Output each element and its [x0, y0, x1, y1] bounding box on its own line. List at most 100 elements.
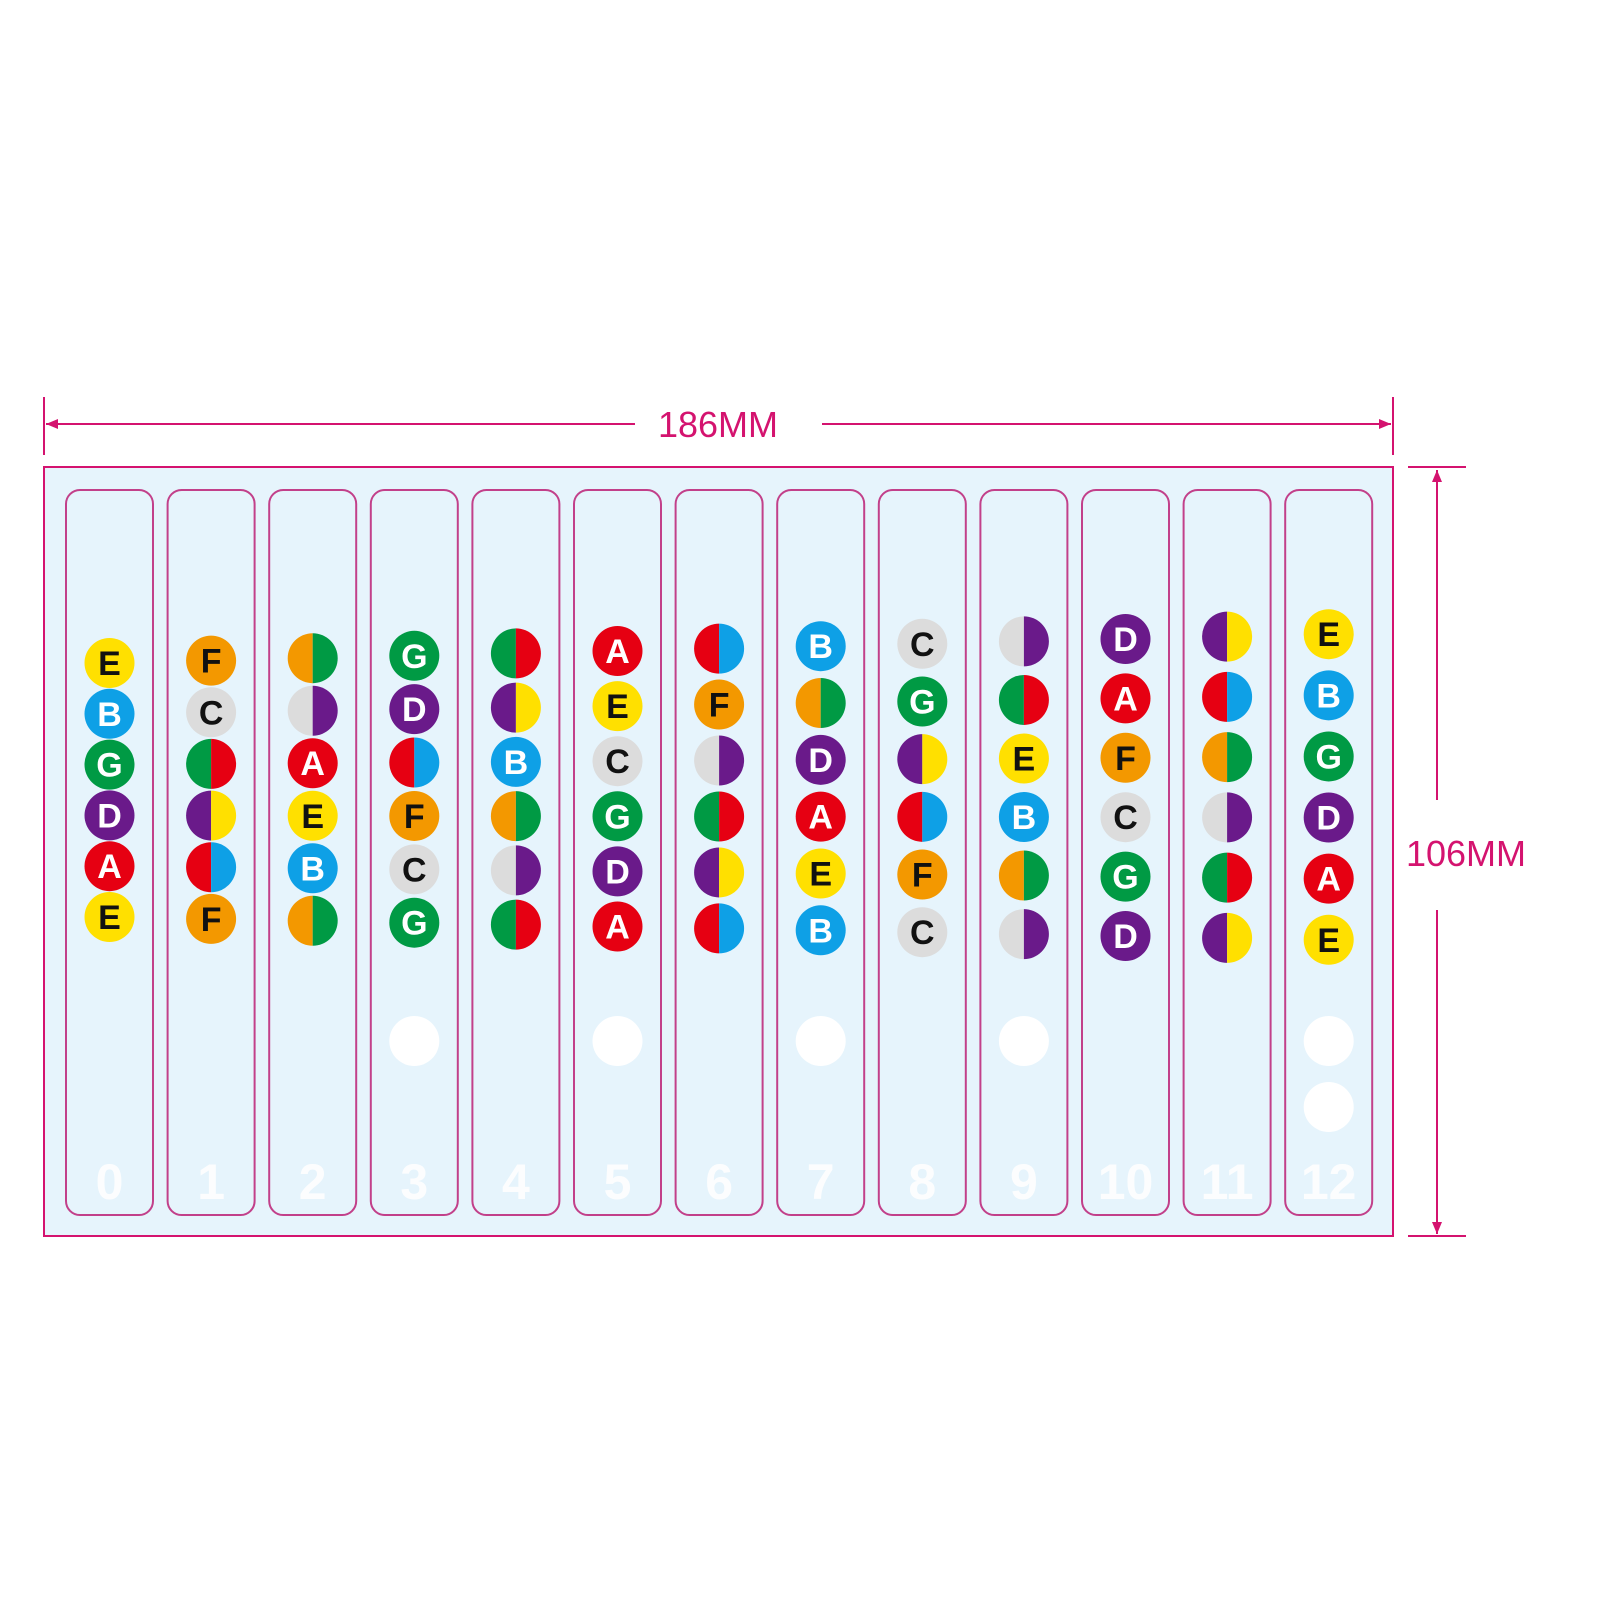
- note-dot: [998, 909, 1049, 960]
- fret-number: 6: [705, 1154, 733, 1210]
- note-circle: [186, 635, 237, 686]
- inlay-marker: [1303, 1082, 1354, 1132]
- note-dot: D: [795, 734, 846, 785]
- note-half-right: [312, 895, 338, 946]
- note-label: F: [201, 901, 222, 939]
- note-half-left: [287, 633, 313, 684]
- note-dot: E: [592, 681, 643, 732]
- note-circle: [592, 736, 643, 787]
- note-half-left: [1202, 792, 1228, 843]
- note-circle: [186, 893, 237, 944]
- note-label: F: [1115, 740, 1136, 778]
- note-circle: [287, 790, 338, 841]
- note-half-right: [719, 791, 745, 842]
- note-label: B: [300, 850, 325, 888]
- note-half-right: [515, 845, 541, 896]
- note-half-left: [1202, 912, 1228, 963]
- note-dot: [490, 682, 541, 733]
- note-label: B: [1316, 677, 1341, 715]
- note-dot: [186, 842, 237, 893]
- note-dot: B: [1303, 670, 1354, 721]
- note-circle: [389, 684, 440, 735]
- note-dot: E: [795, 848, 846, 899]
- note-label: A: [605, 909, 630, 947]
- note-half-left: [694, 847, 720, 898]
- note-dot: [389, 737, 440, 788]
- note-circle: [592, 846, 643, 897]
- fret-box: [1182, 489, 1272, 1216]
- note-dot: A: [84, 841, 135, 892]
- note-label: B: [808, 912, 833, 950]
- note-half-right: [312, 685, 338, 736]
- note-half-left: [897, 791, 923, 842]
- note-half-left: [1202, 852, 1228, 903]
- inlay-marker: [998, 1016, 1049, 1066]
- note-dot: F: [186, 893, 237, 944]
- width-label: 186MM: [658, 404, 778, 445]
- note-label: G: [401, 638, 427, 676]
- fret-number: 11: [1201, 1154, 1254, 1210]
- note-half-right: [515, 899, 541, 950]
- note-circle: [897, 849, 948, 900]
- note-circle: [592, 791, 643, 842]
- fret-number: 9: [1010, 1154, 1038, 1210]
- note-circle: [897, 618, 948, 669]
- note-dot: [490, 899, 541, 950]
- note-dot: B: [795, 621, 846, 672]
- fret-number: 7: [807, 1154, 835, 1210]
- note-label: B: [97, 696, 122, 734]
- note-circle: [592, 681, 643, 732]
- note-label: D: [1113, 918, 1138, 956]
- note-label: A: [1316, 861, 1341, 899]
- fret-11: 11: [1182, 489, 1272, 1216]
- note-circle: [1303, 609, 1354, 660]
- note-label: F: [912, 857, 933, 895]
- note-label: F: [404, 798, 425, 836]
- note-circle: [84, 688, 135, 739]
- arrow-left-icon: [46, 419, 58, 429]
- note-label: F: [709, 687, 730, 725]
- note-circle: [1303, 853, 1354, 904]
- note-dot: [1202, 671, 1253, 722]
- note-half-left: [694, 623, 720, 674]
- note-circle: [287, 843, 338, 894]
- note-label: E: [301, 798, 324, 836]
- note-circle: [389, 897, 440, 948]
- note-dot: [795, 678, 846, 729]
- note-label: E: [98, 899, 121, 937]
- note-half-left: [1202, 611, 1228, 662]
- note-circle: [84, 790, 135, 841]
- fret-number: 5: [604, 1154, 632, 1210]
- note-label: E: [1013, 740, 1036, 778]
- note-circle: [1100, 614, 1151, 664]
- fret-number: 8: [908, 1154, 936, 1210]
- note-half-left: [694, 735, 720, 786]
- note-half-right: [719, 623, 745, 674]
- note-dot: [694, 903, 745, 954]
- note-half-right: [211, 842, 237, 893]
- fret-number: 0: [96, 1154, 124, 1210]
- note-circle: [694, 679, 745, 730]
- note-label: G: [96, 747, 122, 785]
- note-half-left: [998, 616, 1024, 667]
- fret-9: EB9: [979, 489, 1069, 1216]
- note-label: G: [604, 798, 630, 836]
- note-half-left: [694, 903, 720, 954]
- note-label: B: [504, 744, 529, 782]
- note-half-left: [897, 734, 923, 785]
- note-circle: [389, 790, 440, 841]
- note-dot: D: [1100, 911, 1151, 961]
- fret-number: 3: [400, 1154, 428, 1210]
- note-circle: [490, 736, 541, 787]
- note-dot: F: [389, 790, 440, 841]
- note-dot: [1202, 732, 1253, 783]
- note-dot: G: [389, 630, 440, 681]
- note-half-right: [1227, 671, 1253, 722]
- note-dot: E: [1303, 914, 1354, 965]
- note-half-left: [998, 850, 1024, 901]
- note-label: C: [402, 851, 427, 889]
- note-label: C: [910, 914, 935, 952]
- note-half-left: [998, 909, 1024, 960]
